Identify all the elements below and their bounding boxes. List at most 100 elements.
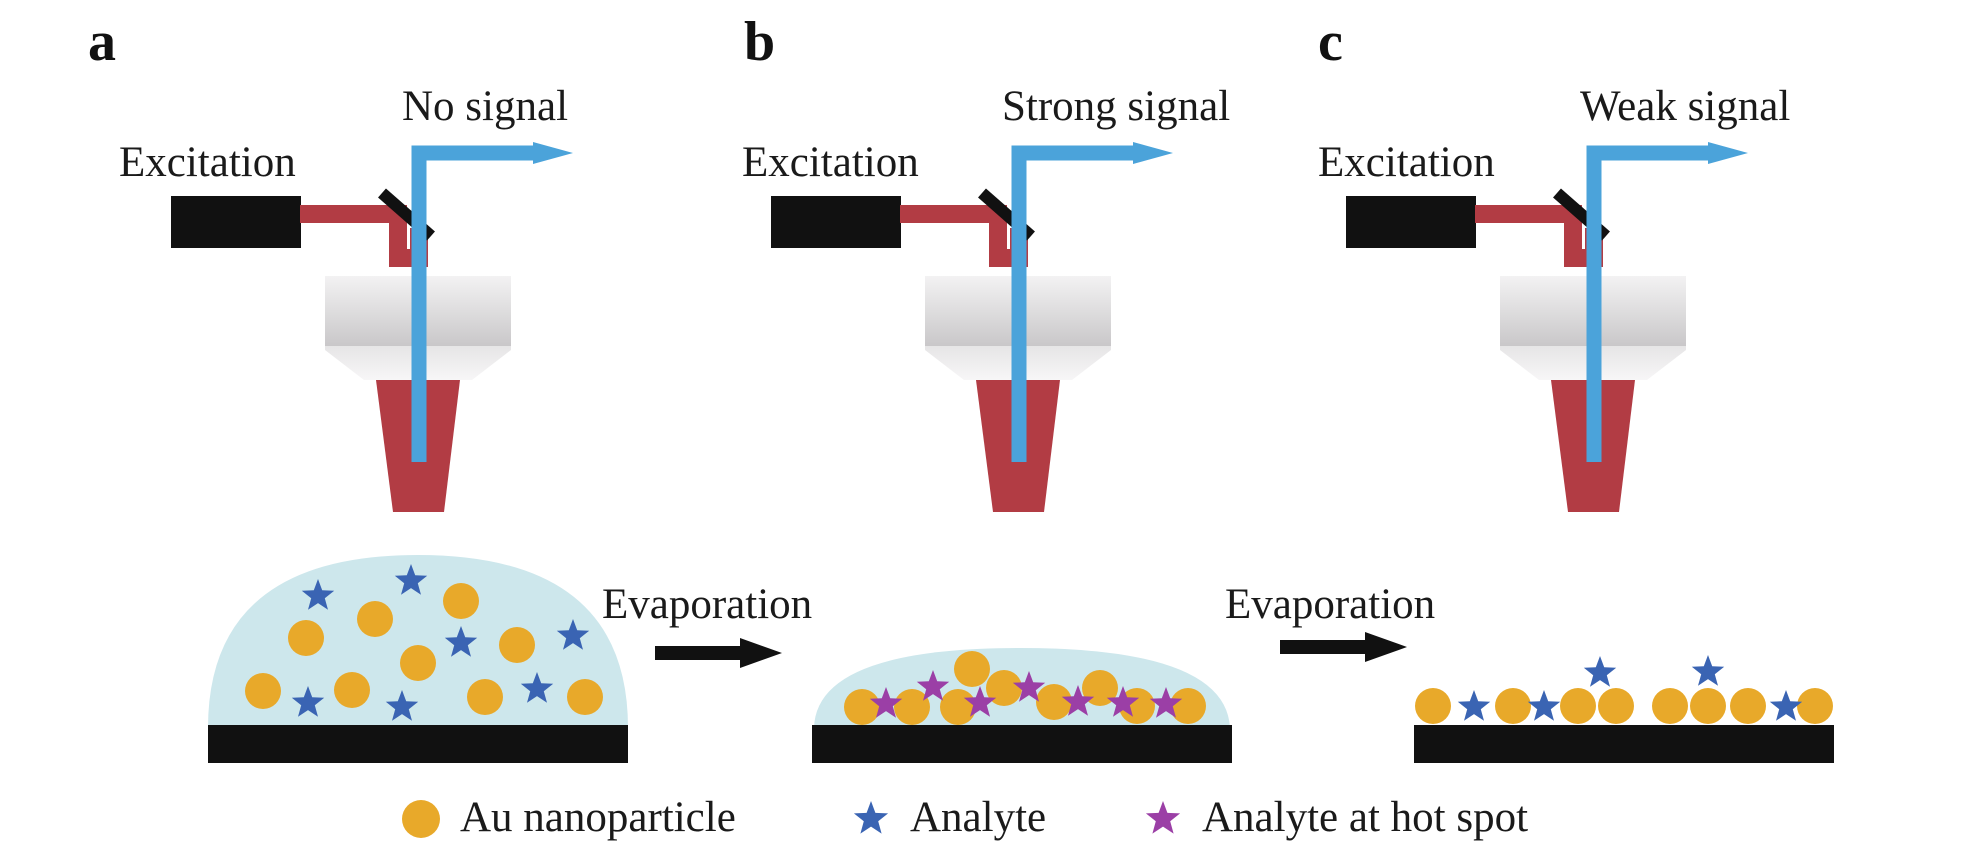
hotspot-analytes-b xyxy=(869,670,1183,718)
laser-source-a xyxy=(171,196,301,248)
legend-analyte-label: Analyte xyxy=(910,794,1046,841)
evaporation-label-1: Evaporation xyxy=(602,581,812,628)
nanoparticle xyxy=(1036,684,1072,720)
signal-beam-c xyxy=(1586,145,1715,462)
hotspot-analyte-star xyxy=(869,687,903,718)
hotspot-analyte-star xyxy=(1106,686,1140,717)
legend-analyte-star-icon xyxy=(853,801,889,834)
analyte-star xyxy=(1457,690,1491,721)
signal-label-b: Strong signal xyxy=(1002,83,1230,130)
legend-nanoparticle-label: Au nanoparticle xyxy=(460,794,736,841)
panel-letter-a: a xyxy=(88,11,116,73)
hotspot-analyte-star xyxy=(963,686,997,717)
substrate-c xyxy=(1414,725,1834,763)
analyte-star xyxy=(520,672,554,703)
analytes-a xyxy=(291,564,590,721)
hotspot-analyte-star xyxy=(916,670,950,701)
nanoparticle xyxy=(1119,688,1155,724)
evaporation-label-2: Evaporation xyxy=(1225,581,1435,628)
nanoparticle xyxy=(1495,688,1531,724)
analyte-star xyxy=(1769,690,1803,721)
substrate-b xyxy=(812,725,1232,763)
excitation-beam-a xyxy=(300,205,428,267)
nanoparticle xyxy=(334,672,370,708)
nanoparticle xyxy=(940,689,976,725)
nanoparticle xyxy=(1690,688,1726,724)
panel-c: c Excitation Weak signal xyxy=(1318,11,1834,763)
nanoparticle xyxy=(499,627,535,663)
nanoparticles-a xyxy=(245,583,603,715)
analyte-star xyxy=(1583,656,1617,687)
legend: Au nanoparticle Analyte Analyte at hot s… xyxy=(402,794,1528,841)
signal-beam-a xyxy=(411,145,540,462)
nanoparticle xyxy=(567,679,603,715)
panel-letter-c: c xyxy=(1318,11,1343,73)
hotspot-analyte-star xyxy=(1149,687,1183,718)
legend-nanoparticle-swatch xyxy=(402,800,440,838)
legend-hotspot-star-icon xyxy=(1145,801,1181,834)
analyte-star xyxy=(394,564,428,595)
evaporation-step-2: Evaporation xyxy=(1225,581,1435,662)
nanoparticle xyxy=(288,620,324,656)
nanoparticle xyxy=(443,583,479,619)
nanoparticle xyxy=(986,670,1022,706)
signal-label-c: Weak signal xyxy=(1580,83,1790,130)
excitation-label-a: Excitation xyxy=(119,139,296,186)
excitation-beam-c xyxy=(1475,205,1603,267)
evaporation-arrow-1-head xyxy=(740,638,782,668)
signal-arrowhead-a xyxy=(533,142,573,164)
nanoparticle xyxy=(245,673,281,709)
panel-a: a Excitation No signal xyxy=(88,11,628,763)
laser-source-b xyxy=(771,196,901,248)
dried-sample-c xyxy=(1414,655,1834,763)
analyte-star xyxy=(291,686,325,717)
panel-letter-b: b xyxy=(744,11,775,73)
raman-setup-b xyxy=(771,142,1173,512)
nanoparticle xyxy=(1797,688,1833,724)
analyte-star xyxy=(1691,655,1725,686)
nanoparticle xyxy=(894,689,930,725)
nanoparticle xyxy=(954,651,990,687)
raman-setup-c xyxy=(1346,142,1748,512)
evaporation-arrow-2-shaft xyxy=(1280,640,1370,654)
nanoparticle xyxy=(467,679,503,715)
analyte-star xyxy=(556,619,590,650)
analyte-star-icon xyxy=(853,801,889,834)
droplet-sample-b xyxy=(812,648,1232,763)
panel-b: b Excitation Strong signal xyxy=(742,11,1232,763)
raman-setup-a xyxy=(171,142,573,512)
hotspot-analyte-star xyxy=(1012,671,1046,702)
nanoparticle xyxy=(1652,688,1688,724)
analyte-star xyxy=(444,626,478,657)
analytes-c xyxy=(1457,655,1803,721)
excitation-label-b: Excitation xyxy=(742,139,919,186)
nanoparticle xyxy=(400,645,436,681)
nanoparticles-b xyxy=(844,651,1206,725)
evaporation-step-1: Evaporation xyxy=(602,581,812,668)
hotspot-star-icon xyxy=(1145,801,1181,834)
nanoparticles-c xyxy=(1415,688,1833,724)
analyte-star xyxy=(385,690,419,721)
nanoparticle xyxy=(1170,688,1206,724)
analyte-star xyxy=(1527,690,1561,721)
signal-arrowhead-b xyxy=(1133,142,1173,164)
nanoparticle xyxy=(844,689,880,725)
substrate-a xyxy=(208,725,628,763)
excitation-beam-b xyxy=(900,205,1028,267)
nanoparticle xyxy=(357,601,393,637)
laser-source-c xyxy=(1346,196,1476,248)
analyte-star xyxy=(301,579,335,610)
nanoparticle xyxy=(1560,688,1596,724)
excitation-label-c: Excitation xyxy=(1318,139,1495,186)
evaporation-arrow-2-head xyxy=(1365,632,1407,662)
hotspot-analyte-star xyxy=(1061,685,1095,716)
evaporation-arrow-1-shaft xyxy=(655,646,745,660)
signal-label-a: No signal xyxy=(402,83,568,130)
nanoparticle xyxy=(1598,688,1634,724)
nanoparticle xyxy=(1730,688,1766,724)
legend-hotspot-label: Analyte at hot spot xyxy=(1202,794,1528,841)
signal-arrowhead-c xyxy=(1708,142,1748,164)
nanoparticle xyxy=(1415,688,1451,724)
droplet-sample-a xyxy=(208,555,628,763)
